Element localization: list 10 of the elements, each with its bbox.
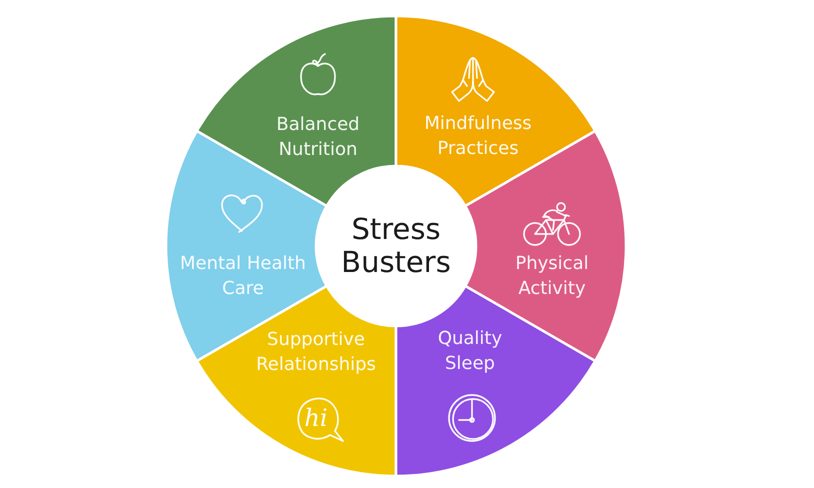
wheel-segment xyxy=(396,16,596,206)
speech-bubble-text: hi xyxy=(303,404,329,432)
segment-label: Quality Sleep xyxy=(436,327,504,376)
segment-label: Supportive Relationships xyxy=(255,328,377,377)
segment-label: Mental Health Care xyxy=(179,252,307,301)
segment-label: Balanced Nutrition xyxy=(275,113,361,162)
wheel-segment xyxy=(196,16,396,206)
segment-label: Physical Activity xyxy=(514,252,590,301)
segment-label: Mindfulness Practices xyxy=(423,112,533,161)
center-title: Stress Busters xyxy=(340,212,452,280)
